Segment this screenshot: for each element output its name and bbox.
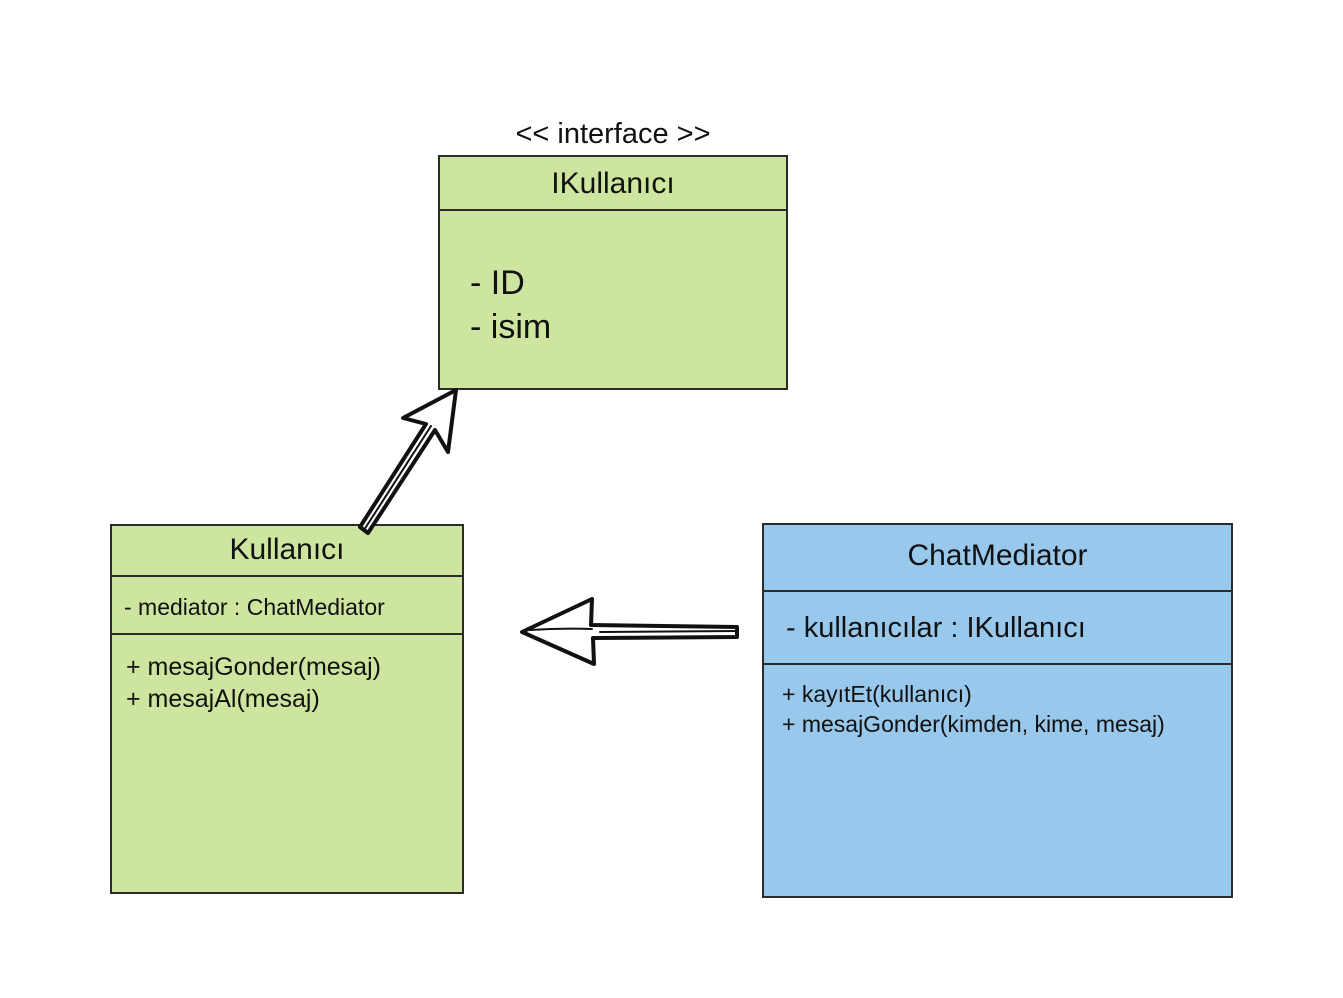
chatmediator-methods-section: + kayıtEt(kullanıcı) + mesajGonder(kimde… (764, 665, 1231, 739)
ikullanici-attribute-isim: - isim (470, 308, 552, 346)
kullanici-method-mesajgonder: + mesajGonder(mesaj) (126, 653, 381, 681)
chatmediator-name-section: ChatMediator (764, 525, 1231, 592)
kullanici-attribute-mediator: - mediator : ChatMediator (124, 594, 385, 620)
chatmediator-name: ChatMediator (907, 539, 1088, 572)
chatmediator-method-kayitet: + kayıtEt(kullanıcı) (782, 681, 972, 707)
kullanici-method-mesajal: + mesajAl(mesaj) (126, 685, 320, 713)
kullanici-name: Kullanıcı (229, 533, 345, 566)
interface-stereotype-label: << interface >> (515, 118, 711, 150)
kullanici-class-box[interactable]: Kullanıcı - mediator : ChatMediator + me… (110, 524, 464, 894)
kullanici-methods-section: + mesajGonder(mesaj) + mesajAl(mesaj) (112, 635, 462, 715)
ikullanici-interface-box[interactable]: IKullanıcı - ID - isim (438, 155, 788, 390)
chatmediator-class-box[interactable]: ChatMediator - kullanıcılar : IKullanıcı… (762, 523, 1233, 898)
ikullanici-name-section: IKullanıcı (440, 157, 786, 211)
association-arrow (520, 597, 739, 666)
kullanici-name-section: Kullanıcı (112, 526, 462, 577)
chatmediator-method-mesajgonder: + mesajGonder(kimden, kime, mesaj) (782, 711, 1165, 737)
realization-arrow (358, 388, 458, 535)
chatmediator-attribute-kullanicilar: - kullanıcılar : IKullanıcı (786, 612, 1086, 644)
kullanici-attributes-section: - mediator : ChatMediator (112, 577, 462, 635)
ikullanici-attributes-section: - ID - isim (440, 211, 786, 349)
ikullanici-attribute-id: - ID (470, 264, 525, 302)
chatmediator-attributes-section: - kullanıcılar : IKullanıcı (764, 592, 1231, 665)
ikullanici-name: IKullanıcı (551, 167, 675, 200)
